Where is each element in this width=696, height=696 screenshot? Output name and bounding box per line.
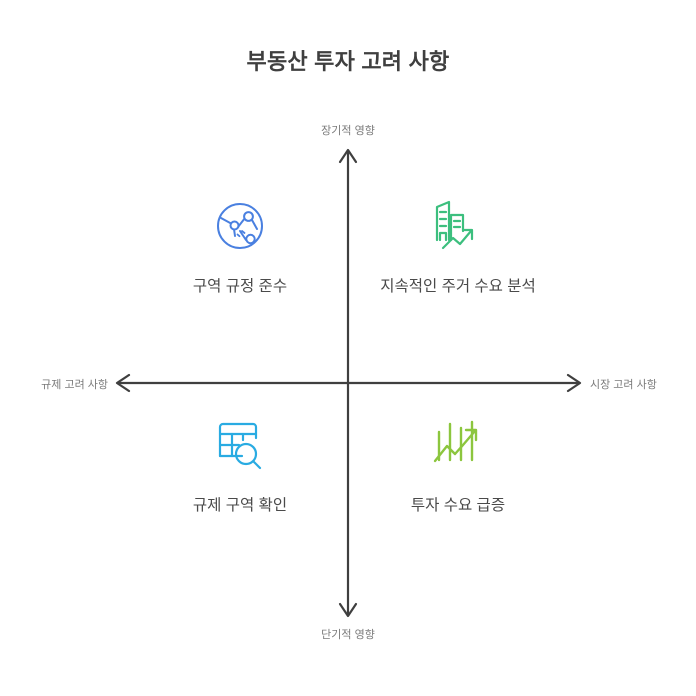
axis-label-top: 장기적 영향	[321, 125, 375, 137]
axis-arrow-up-icon	[338, 148, 358, 164]
quadrant-top-right-label: 지속적인 주거 수요 분석	[380, 278, 536, 295]
axis-arrow-left-icon	[115, 373, 131, 393]
axis-label-bottom: 단기적 영향	[321, 629, 375, 641]
buildings-growth-arrow-icon	[426, 195, 490, 257]
quadrant-bottom-left: 규제 구역 확인	[135, 414, 345, 518]
quadrant-top-left: 구역 규정 준수	[135, 195, 345, 299]
quadrant-bottom-left-label: 규제 구역 확인	[192, 497, 288, 514]
quadrant-bottom-right: 투자 수요 급증	[353, 414, 563, 518]
axis-label-right: 시장 고려 사항	[590, 379, 657, 391]
axis-arrow-right-icon	[566, 373, 582, 393]
bar-chart-trend-arrow-icon	[426, 414, 490, 476]
quadrant-top-left-label: 구역 규정 준수	[192, 278, 288, 295]
network-globe-icon	[208, 195, 272, 257]
table-search-icon	[208, 414, 272, 476]
axis-label-left: 규제 고려 사항	[41, 379, 108, 391]
page-title: 부동산 투자 고려 사항	[246, 49, 450, 74]
quadrant-top-right: 지속적인 주거 수요 분석	[353, 195, 563, 299]
quadrant-bottom-right-label: 투자 수요 급증	[410, 497, 506, 514]
axis-arrow-down-icon	[338, 602, 358, 618]
